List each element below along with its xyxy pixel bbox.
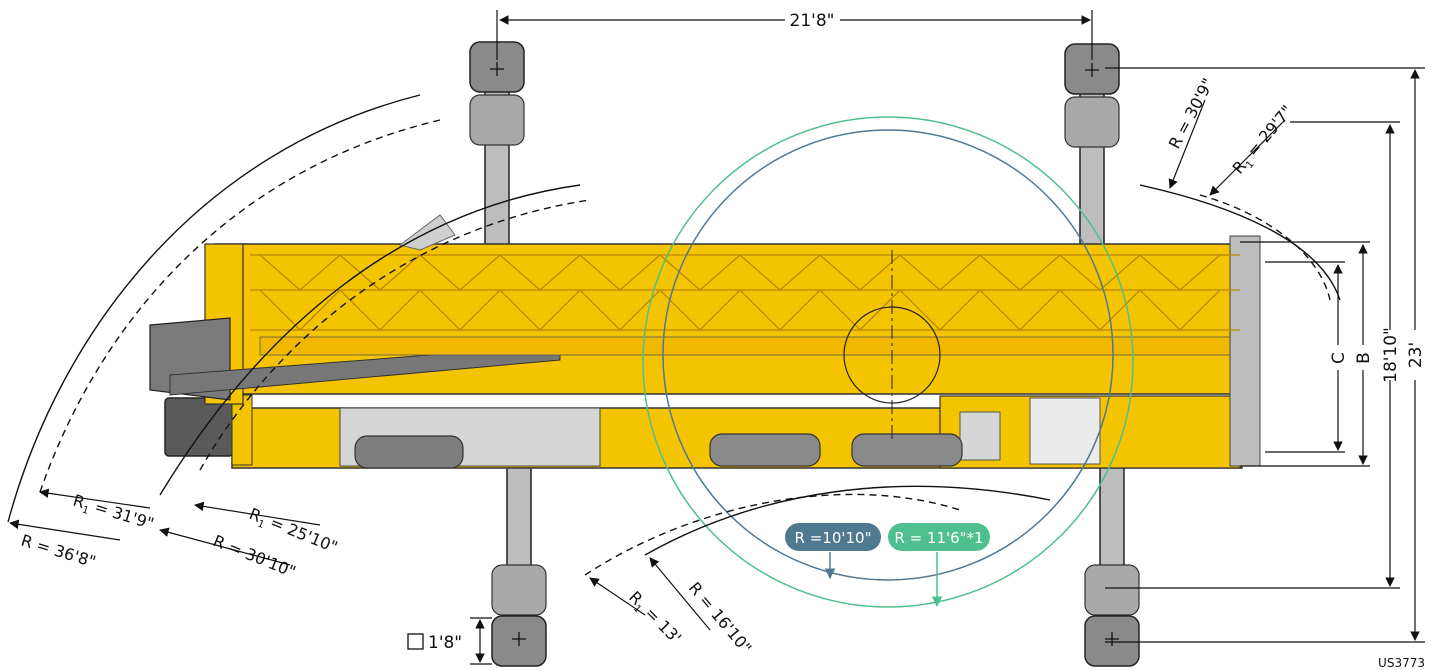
crane-carrier: [164, 394, 1243, 469]
crane-boom: [149, 214, 1261, 467]
swing-circle-blue: [662, 129, 1114, 581]
radius-label-16-10: R = 16'10": [685, 578, 756, 657]
arc-r-30-10: [159, 184, 581, 496]
arc-r1-25-10: [199, 199, 591, 471]
figure-code: US3773: [1378, 656, 1425, 670]
outrigger-span-label: 18'10": [1381, 327, 1401, 383]
radius-label-30-9: R = 30'9": [1165, 75, 1218, 152]
svg-text:R =10'10": R =10'10": [795, 529, 872, 547]
total-width-label: 23': [1406, 342, 1426, 368]
outrigger-right: [1064, 43, 1140, 667]
track-width-label: 21'8": [790, 11, 835, 31]
svg-text:R = 11'6"*1: R = 11'6"*1: [894, 529, 983, 547]
radius-label-36-8: R = 36'8": [19, 531, 98, 572]
swing-circle-green: [642, 116, 1134, 608]
radius-label-r1-31-9: R1 = 31'9": [70, 491, 156, 536]
radius-label-30-10: R = 30'10": [211, 531, 299, 581]
arc-r-36-8: [7, 94, 421, 523]
arc-r1-29-7: [1199, 194, 1331, 301]
dim-c-label: C: [1329, 352, 1349, 364]
dim-b-label: B: [1354, 352, 1374, 364]
radius-label-r1-13: R1 = 13': [623, 587, 685, 649]
arc-r-16-10: [644, 485, 1051, 556]
pill-green-radius: R = 11'6"*1: [888, 523, 990, 608]
pill-blue-radius: R =10'10": [785, 523, 881, 580]
radius-label-r1-29-7: R1 = 29'7": [1229, 101, 1299, 179]
arc-r1-31-9: [39, 119, 441, 493]
radius-arcs: [7, 94, 1341, 576]
arc-r1-13: [584, 493, 961, 576]
pad-size-label: 1'8": [428, 633, 462, 653]
pad-size-square-icon: [407, 633, 424, 650]
